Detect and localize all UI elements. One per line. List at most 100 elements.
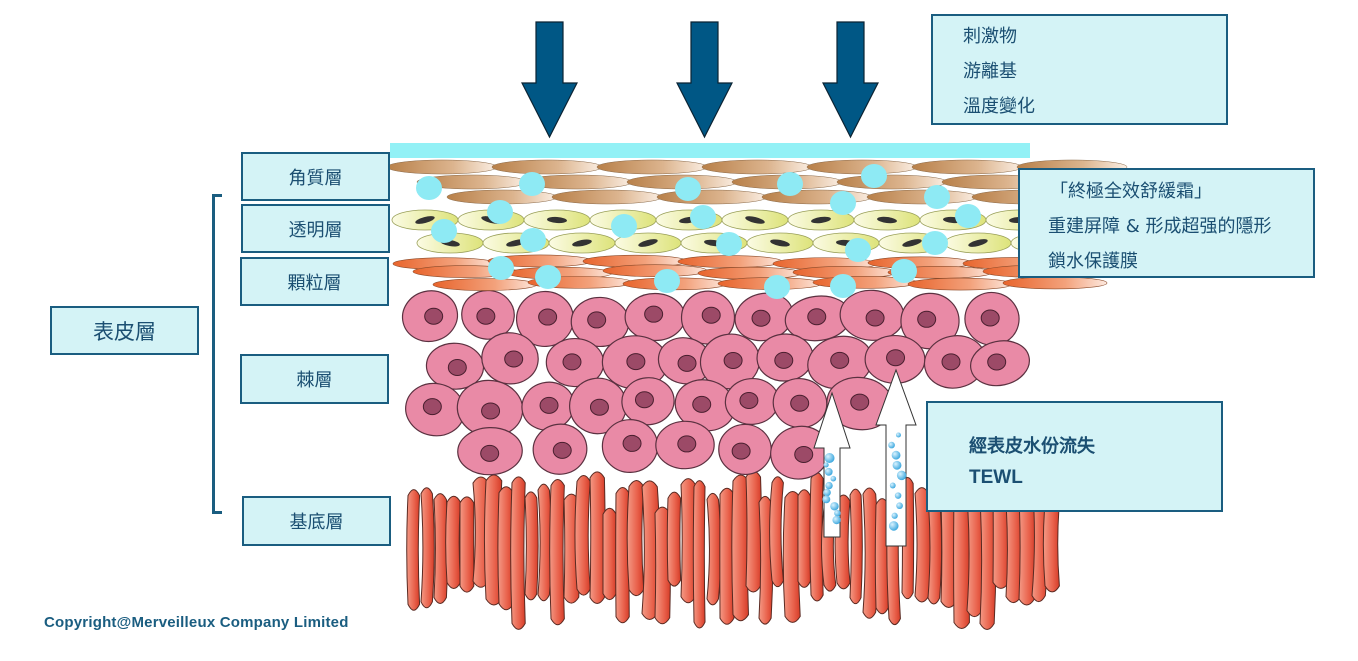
cell-nucleus (968, 239, 988, 247)
moisture-droplets (416, 164, 981, 299)
cell-nucleus (745, 216, 765, 224)
basal-cell (445, 495, 462, 589)
cell-nucleus (987, 353, 1007, 371)
water-bubble (824, 467, 833, 476)
cell-nucleus (677, 435, 697, 453)
aggressors-box: 刺激物 游離基 溫度變化 (931, 14, 1228, 125)
water-droplet (431, 219, 457, 243)
cell-nucleus (902, 239, 922, 247)
water-droplet (519, 172, 545, 196)
water-bubble (891, 450, 901, 460)
product-name: 「終極全效舒緩霜」 (1050, 181, 1212, 202)
water-bubble (834, 509, 841, 517)
cell-nucleus (790, 394, 810, 412)
cell-nucleus (886, 349, 906, 367)
basal-cell (809, 472, 824, 602)
product-claim-line-1: 重建屏障 & 形成超强的隱形 (1048, 216, 1272, 237)
water-bubble (823, 488, 831, 497)
basal-cell (433, 493, 449, 604)
water-droplet (487, 200, 513, 224)
cell-nucleus (589, 398, 609, 416)
water-bubble (823, 462, 829, 468)
water-droplet (654, 269, 680, 293)
layer-label-text: 角質層 (288, 167, 343, 189)
cell-nucleus (774, 351, 794, 369)
water-droplet (690, 205, 716, 229)
water-droplet (830, 191, 856, 215)
aggressor-irritants: 刺激物 (963, 26, 1017, 47)
water-bubble (895, 432, 901, 438)
layer-label-text: 顆粒層 (287, 272, 342, 294)
water-droplet (861, 164, 887, 188)
cell-nucleus (941, 353, 961, 371)
water-bubble (894, 492, 902, 499)
corneum-cells (386, 159, 1128, 205)
water-droplet (922, 231, 948, 255)
tewl-abbreviation: TEWL (969, 467, 1023, 488)
cell-nucleus (422, 398, 442, 416)
epidermis-bracket (212, 194, 222, 514)
basal-cell (862, 487, 879, 619)
cell-nucleus (572, 239, 592, 247)
basal-cell (524, 491, 539, 601)
cell-nucleus (634, 391, 654, 409)
tewl-box: 經表皮水份流失 TEWL (926, 401, 1223, 512)
basal-cell (602, 507, 617, 601)
cell-nucleus (480, 444, 500, 462)
basal-cell (420, 487, 435, 609)
water-droplet (611, 214, 637, 238)
cell-nucleus (638, 239, 658, 247)
corneum-cell (656, 189, 768, 205)
cell-nucleus (677, 354, 697, 372)
basal-cell (459, 496, 475, 593)
epidermis-label: 表皮層 (50, 306, 199, 355)
down-arrow-icon (521, 21, 578, 139)
epidermis-label-text: 表皮層 (93, 319, 156, 344)
cell-nucleus (980, 309, 1000, 327)
aggressor-temperature: 溫度變化 (963, 96, 1035, 117)
water-bubble (824, 453, 835, 463)
down-arrow-icon (822, 21, 879, 139)
cell-nucleus (562, 353, 582, 371)
basal-cell (692, 480, 706, 629)
cell-nucleus (626, 353, 646, 371)
layer-label-stratum-corneum: 角質層 (241, 152, 390, 201)
granular-cell (907, 277, 1013, 291)
corneum-cell (866, 189, 978, 205)
basal-cells (406, 470, 1060, 631)
basal-cell (589, 471, 606, 605)
water-bubble (830, 475, 837, 482)
copyright-text: Copyright@Merveilleux Company Limited (44, 614, 349, 631)
protective-film (390, 143, 1030, 158)
basal-cell (510, 476, 526, 630)
cell-nucleus (770, 239, 790, 247)
basal-cell (615, 487, 630, 624)
product-claim-line-2: 鎖水保護膜 (1048, 251, 1138, 272)
basal-cell (797, 489, 811, 588)
tewl-description: 經表皮水份流失 (969, 436, 1095, 457)
water-bubble (896, 502, 903, 510)
cell-nucleus (447, 358, 467, 376)
water-droplet (416, 176, 442, 200)
water-droplet (891, 259, 917, 283)
cell-nucleus (587, 311, 607, 329)
cell-nucleus (552, 441, 572, 459)
corneum-cell (596, 159, 708, 175)
basal-cell (782, 490, 801, 623)
water-droplet (777, 172, 803, 196)
cell-nucleus (811, 216, 831, 224)
basal-cell (849, 488, 863, 605)
cell-nucleus (481, 402, 501, 420)
corneum-cell (701, 159, 813, 175)
basal-cell (666, 491, 682, 587)
product-box: 「終極全效舒緩霜」 重建屏障 & 形成超强的隱形 鎖水保護膜 (1018, 168, 1315, 278)
water-droplet (955, 204, 981, 228)
water-droplet (520, 228, 546, 252)
water-droplet (716, 232, 742, 256)
basal-cell (549, 479, 565, 626)
cell-nucleus (547, 216, 567, 224)
basal-cell (574, 474, 591, 596)
cell-nucleus (538, 308, 558, 326)
water-bubble (888, 441, 895, 449)
